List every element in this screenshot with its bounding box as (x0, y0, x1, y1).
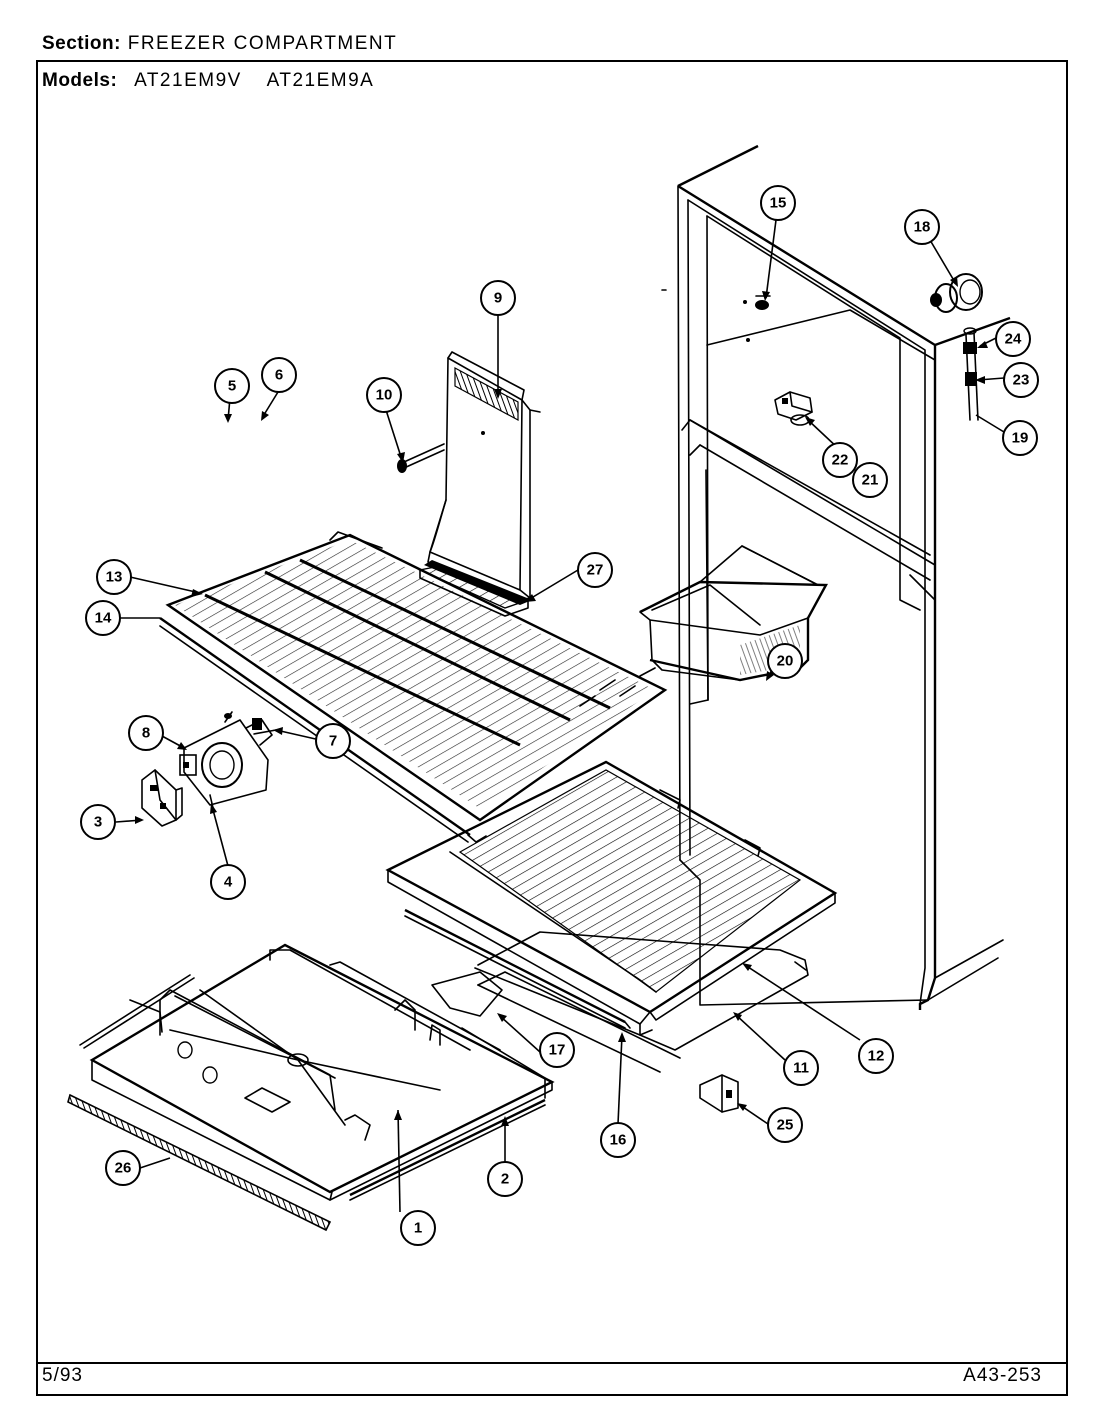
svg-text:19: 19 (1012, 430, 1029, 447)
svg-text:11: 11 (793, 1060, 809, 1077)
callout-2: 2 (487, 1161, 523, 1197)
callout-8: 8 (128, 715, 164, 751)
footer-date: 5/93 (42, 1365, 83, 1386)
callout-13: 13 (96, 559, 132, 595)
svg-text:17: 17 (549, 1042, 566, 1059)
callout-12: 12 (858, 1038, 894, 1074)
front-strip (404, 908, 681, 1073)
svg-text:14: 14 (95, 610, 112, 627)
callout-19: 19 (1002, 420, 1038, 456)
callout-9: 9 (480, 280, 516, 316)
control-knob (930, 273, 983, 313)
svg-text:22: 22 (832, 452, 849, 469)
leader-lines (115, 219, 1005, 1213)
footer-divider (36, 1362, 1068, 1364)
callout-17: 17 (539, 1032, 575, 1068)
svg-text:9: 9 (494, 290, 502, 307)
callout-1: 1 (400, 1210, 436, 1246)
drip-tray (474, 931, 809, 1051)
bottom-trim (67, 974, 332, 1232)
svg-text:23: 23 (1013, 372, 1030, 389)
rear-strip (349, 1027, 546, 1201)
svg-text:13: 13 (106, 569, 123, 586)
svg-text:10: 10 (376, 387, 393, 404)
svg-text:3: 3 (94, 814, 102, 831)
model-number: AT21EM9V (134, 70, 242, 91)
callout-7: 7 (315, 723, 351, 759)
model-number: AT21EM9A (266, 70, 375, 91)
callout-21: 21 (852, 462, 888, 498)
section-label: Section: (42, 33, 121, 54)
callout-25: 25 (767, 1107, 803, 1143)
callout-24: 24 (995, 321, 1031, 357)
control-bracket (774, 391, 813, 426)
svg-text:16: 16 (610, 1132, 627, 1149)
svg-text:24: 24 (1005, 331, 1022, 348)
shelf-trim (159, 617, 487, 843)
models-label: Models: (42, 70, 118, 91)
callout-20: 20 (767, 643, 803, 679)
svg-text:21: 21 (862, 472, 879, 489)
callout-16: 16 (600, 1122, 636, 1158)
storage-bin (639, 545, 828, 682)
duct-screw (397, 443, 445, 473)
svg-text:15: 15 (770, 195, 787, 212)
callout-23: 23 (1003, 362, 1039, 398)
callout-14: 14 (85, 600, 121, 636)
callout-5: 5 (214, 368, 250, 404)
diagram-frame (36, 60, 1068, 1396)
callout-11: 11 (783, 1050, 819, 1086)
light-socket (755, 295, 771, 310)
damper-rod (963, 327, 979, 421)
svg-text:1: 1 (414, 1220, 422, 1237)
retainer-clip (699, 1074, 739, 1113)
callout-6: 6 (261, 357, 297, 393)
callout-26: 26 (105, 1150, 141, 1186)
models-line: Models: AT21EM9V AT21EM9A (42, 70, 374, 92)
footer-doc-number: A43-253 (963, 1365, 1042, 1386)
callout-4: 4 (210, 864, 246, 900)
svg-text:18: 18 (914, 219, 931, 236)
evaporator-cover (89, 943, 555, 1201)
callout-27: 27 (577, 552, 613, 588)
svg-text:6: 6 (275, 367, 283, 384)
svg-text:20: 20 (777, 653, 794, 670)
svg-text:27: 27 (587, 562, 604, 579)
freezer-floor-pan (385, 760, 838, 1036)
svg-text:26: 26 (115, 1160, 132, 1177)
section-title: Section: FREEZER COMPARTMENT (42, 33, 397, 55)
svg-text:8: 8 (142, 725, 150, 742)
svg-text:12: 12 (868, 1048, 885, 1065)
callout-3: 3 (80, 804, 116, 840)
callout-15: 15 (760, 185, 796, 221)
callout-22: 22 (822, 442, 858, 478)
section-value: FREEZER COMPARTMENT (127, 33, 398, 54)
svg-text:4: 4 (224, 874, 233, 891)
fan-motor-bracket (179, 711, 277, 813)
callout-18: 18 (904, 209, 940, 245)
svg-text:5: 5 (228, 378, 236, 395)
callout-10: 10 (366, 377, 402, 413)
svg-text:7: 7 (329, 733, 337, 750)
thermostat (141, 769, 183, 827)
insulation-pad (431, 971, 503, 1017)
wire-shelf (165, 531, 668, 822)
svg-text:25: 25 (777, 1117, 794, 1134)
svg-text:2: 2 (501, 1171, 509, 1188)
